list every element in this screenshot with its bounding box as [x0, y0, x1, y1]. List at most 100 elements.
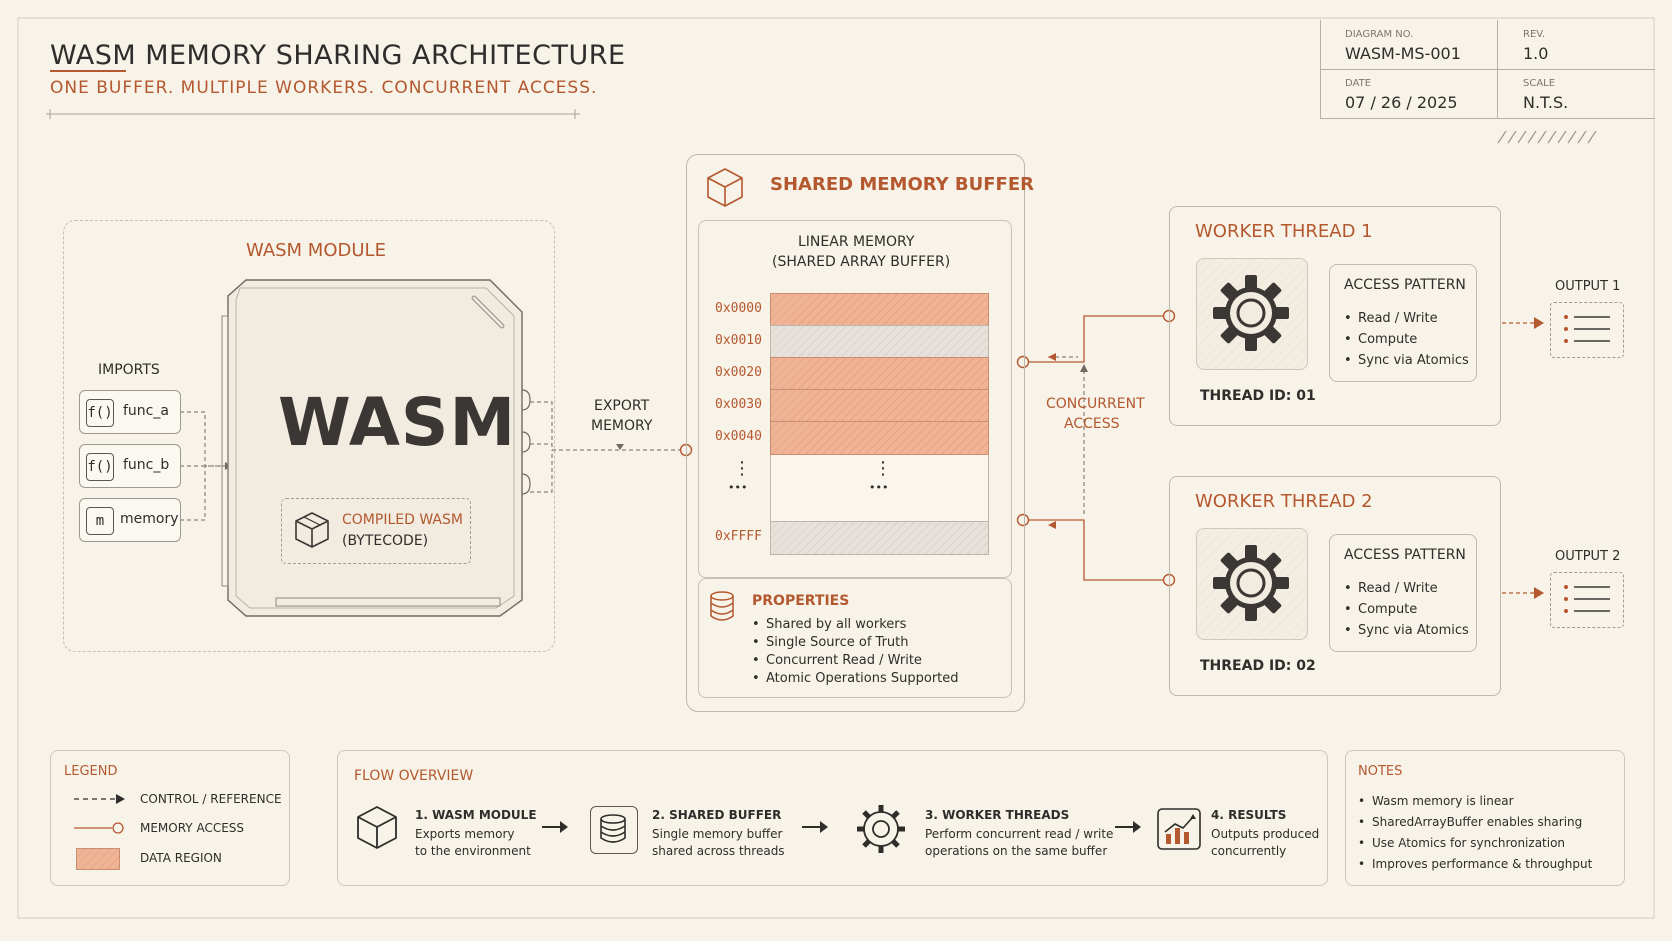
wasm-module-panel: [63, 220, 555, 652]
flow-overview-title: FLOW OVERVIEW: [354, 768, 474, 784]
address-label: 0x0030: [715, 397, 762, 412]
function-icon: f(): [86, 453, 114, 481]
memory-row-filled[interactable]: [770, 421, 989, 455]
memory-row-filled[interactable]: [770, 293, 989, 327]
import-func-b[interactable]: f() func_b: [79, 444, 181, 488]
compiled-wasm-line1: COMPILED WASM: [342, 512, 463, 528]
property-item: Single Source of Truth: [752, 634, 959, 652]
legend-memory-access: MEMORY ACCESS: [140, 821, 245, 835]
cube-icon: [295, 512, 329, 548]
export-memory-line2: MEMORY: [591, 418, 653, 434]
output-2-box[interactable]: [1550, 572, 1624, 628]
properties-panel: [698, 578, 1012, 698]
export-connectors: [530, 401, 680, 493]
shared-buffer-panel: [686, 154, 1025, 712]
meta-hatch-marks: [1497, 130, 1597, 144]
import-label: func_b: [123, 457, 170, 473]
note-item: Wasm memory is linear: [1358, 791, 1592, 812]
compiled-wasm-box: [281, 498, 471, 564]
database-icon: [710, 591, 734, 621]
concurrent-access-line2: ACCESS: [1064, 416, 1120, 432]
memory-row-filled[interactable]: [770, 389, 989, 423]
flow-step-title: 1. WASM MODULE: [415, 808, 537, 822]
legend-data-region-swatch: [76, 848, 120, 870]
wasm-chip-label: WASM: [278, 384, 517, 461]
address-ellipsis: ⋮: [733, 458, 751, 479]
linear-memory-line1: LINEAR MEMORY: [798, 234, 915, 250]
property-item: Concurrent Read / Write: [752, 652, 959, 670]
legend-control-reference: CONTROL / REFERENCE: [140, 792, 282, 806]
wasm-chip-shape: [221, 279, 531, 617]
output-1-label: OUTPUT 1: [1555, 279, 1621, 294]
output-1-box[interactable]: [1550, 302, 1624, 358]
flow-step-title: 2. SHARED BUFFER: [652, 808, 782, 822]
rev-label: REV.: [1523, 29, 1545, 40]
flow-step-line: Perform concurrent read / write: [925, 827, 1114, 841]
memory-row-empty[interactable]: [770, 325, 989, 359]
database-icon: [600, 814, 626, 843]
gear-icon: [1213, 275, 1289, 351]
list-icon: [1564, 585, 1610, 613]
scale: N.T.S.: [1523, 93, 1569, 112]
flow-overview-panel: [337, 750, 1328, 886]
flow-step-line: Exports memory: [415, 827, 515, 841]
worker-thread-2-panel: [1169, 476, 1501, 696]
imports-label: IMPORTS: [98, 362, 160, 378]
flow-step-line: to the environment: [415, 844, 531, 858]
worker-thread-2-title: WORKER THREAD 2: [1195, 491, 1373, 512]
property-item: Shared by all workers: [752, 616, 959, 634]
note-item: SharedArrayBuffer enables sharing: [1358, 812, 1592, 833]
access-pattern-title: ACCESS PATTERN: [1344, 547, 1466, 563]
worker-thread-1-panel: [1169, 206, 1501, 426]
page-title: WASM MEMORY SHARING ARCHITECTURE: [50, 40, 626, 71]
import-func-a[interactable]: f() func_a: [79, 390, 181, 434]
concurrent-access-line1: CONCURRENT: [1046, 396, 1145, 412]
list-icon: [1564, 315, 1610, 343]
import-memory[interactable]: m memory: [79, 498, 181, 542]
access-pattern-item: Read / Write: [1344, 308, 1469, 329]
address-label: 0x0010: [715, 333, 762, 348]
cube-icon: [707, 168, 743, 207]
notes-list: Wasm memory is linear SharedArrayBuffer …: [1358, 791, 1592, 875]
database-icon-frame: [590, 806, 638, 854]
access-pattern-1-panel: [1329, 264, 1477, 382]
memory-row-last[interactable]: [770, 521, 989, 555]
access-pattern-item: Compute: [1344, 329, 1469, 350]
address-label: 0x0000: [715, 301, 762, 316]
export-memory-line1: EXPORT: [594, 398, 650, 414]
function-icon: f(): [86, 399, 114, 427]
thread-id-2: THREAD ID: 02: [1200, 658, 1316, 674]
legend-panel: [50, 750, 290, 886]
address-label: 0x0020: [715, 365, 762, 380]
memory-ellipsis: ⋮: [874, 458, 892, 479]
flow-step-line: Single memory buffer: [652, 827, 783, 841]
access-pattern-item: Sync via Atomics: [1344, 620, 1469, 641]
outer-frame: [17, 17, 1655, 919]
shared-buffer-title: SHARED MEMORY BUFFER: [770, 174, 1035, 195]
cube-icon: [357, 806, 397, 849]
flow-step-line: shared across threads: [652, 844, 785, 858]
access-pattern-2-panel: [1329, 534, 1477, 652]
output-2-label: OUTPUT 2: [1555, 549, 1621, 564]
access-pattern-item: Compute: [1344, 599, 1469, 620]
imports-connectors: [180, 411, 225, 521]
access-pattern-item: Read / Write: [1344, 578, 1469, 599]
import-label: func_a: [123, 403, 169, 419]
thread-id-1: THREAD ID: 01: [1200, 388, 1316, 404]
note-item: Improves performance & throughput: [1358, 854, 1592, 875]
gear-icon: [857, 805, 905, 853]
notes-panel: [1345, 750, 1625, 886]
access-pattern-list: Read / Write Compute Sync via Atomics: [1344, 308, 1469, 371]
linear-memory-panel: [698, 220, 1012, 578]
flow-step-title: 3. WORKER THREADS: [925, 808, 1070, 822]
linear-memory-line2: (SHARED ARRAY BUFFER): [772, 254, 951, 270]
wasm-module-title: WASM MODULE: [246, 240, 386, 261]
access-pattern-item: Sync via Atomics: [1344, 350, 1469, 371]
gear-icon: [1213, 545, 1289, 621]
memory-row-filled[interactable]: [770, 357, 989, 391]
memory-access-connectors: [1023, 315, 1165, 581]
flow-step-line: concurrently: [1211, 844, 1287, 858]
memory-icon: m: [86, 507, 114, 535]
